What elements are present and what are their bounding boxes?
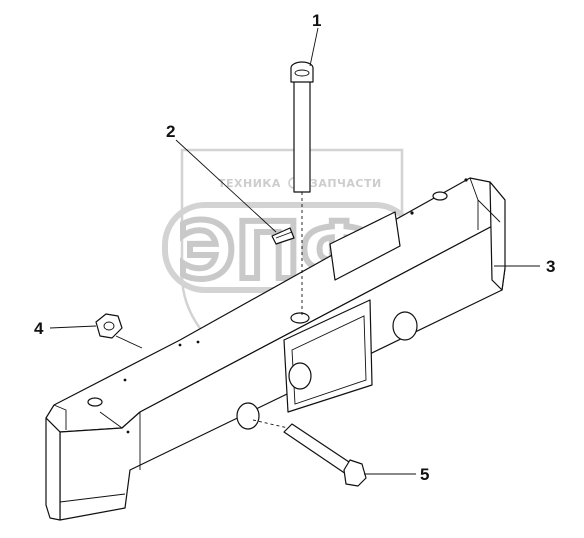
top-hole-center xyxy=(290,312,310,324)
leader-4-tail xyxy=(115,335,143,349)
pin-shaft xyxy=(293,79,311,193)
leader-lines xyxy=(49,27,540,475)
bolt xyxy=(252,419,367,487)
callout-labels: 1 2 3 4 5 xyxy=(34,11,555,484)
callout-1: 1 xyxy=(312,11,321,30)
nut xyxy=(95,313,123,339)
leader-2 xyxy=(175,139,277,233)
callout-3: 3 xyxy=(546,257,555,276)
top-hole-left xyxy=(87,397,103,407)
watermark-caption-left: ТЕХНИКА xyxy=(218,177,281,190)
bumper-left-end xyxy=(45,417,61,521)
watermark-caption-right: ЗАПЧАСТИ xyxy=(310,177,382,190)
cotter-pin xyxy=(271,227,295,245)
callout-4: 4 xyxy=(34,319,44,338)
front-hole-2 xyxy=(288,362,312,390)
leader-4 xyxy=(49,325,97,329)
callout-2: 2 xyxy=(166,122,175,141)
front-hole-1 xyxy=(236,402,260,430)
pin-head-side xyxy=(290,68,314,83)
bolt-shank xyxy=(283,423,353,475)
bolt-head xyxy=(343,459,367,487)
bumper-beam xyxy=(45,177,506,521)
leader-1 xyxy=(309,27,319,67)
bumper-right-end xyxy=(489,181,506,291)
vertical-pin xyxy=(290,61,314,318)
callout-5: 5 xyxy=(420,465,429,484)
top-hole-right xyxy=(432,191,448,201)
rivets xyxy=(123,178,468,434)
mount-plate-top xyxy=(329,211,401,281)
front-hole-3 xyxy=(392,311,418,341)
nut-body xyxy=(95,313,123,339)
cotter-pin-body xyxy=(271,227,295,245)
